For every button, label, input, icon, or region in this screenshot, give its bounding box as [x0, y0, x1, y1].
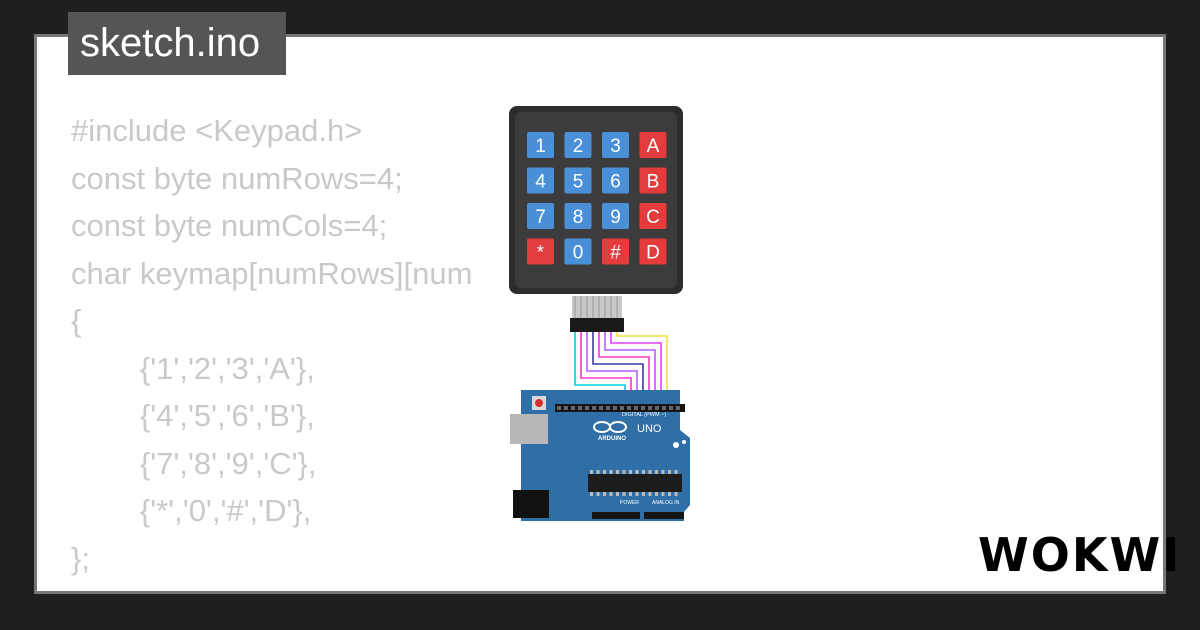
code-preview: #include <Keypad.h> const byte numRows=4;… — [71, 107, 537, 591]
svg-text:C: C — [646, 207, 660, 228]
code-line: #include <Keypad.h> — [71, 113, 363, 148]
code-line: const byte numRows=4; — [71, 160, 403, 196]
keypad-key-C[interactable]: C — [639, 203, 667, 229]
code-line: const byte numCols=4; — [71, 208, 388, 243]
svg-text:0: 0 — [573, 243, 584, 264]
code-line: {'*','0','#','D'}, — [71, 493, 312, 528]
keypad-key-3[interactable]: 3 — [602, 132, 629, 158]
code-line: byte rowPins[numRows]={9,8,7,6} — [71, 582, 537, 591]
usb-port — [510, 414, 548, 444]
power-header — [592, 512, 640, 519]
code-line: }; — [71, 540, 90, 576]
analog-header — [644, 512, 684, 519]
svg-text:B: B — [647, 172, 660, 193]
svg-text:8: 8 — [573, 207, 584, 228]
svg-text:#: # — [610, 243, 621, 264]
wire-3 — [586, 332, 638, 404]
keypad-key-9[interactable]: 9 — [602, 203, 629, 229]
keypad-key-6[interactable]: 6 — [602, 167, 629, 194]
keypad-key-4[interactable]: 4 — [527, 167, 554, 194]
microcontroller-chip — [588, 474, 682, 492]
keypad-key-*[interactable]: * — [527, 238, 554, 265]
keypad-connector — [570, 318, 624, 332]
wire-4 — [592, 332, 644, 404]
code-line: {'7','8','9','C'}, — [71, 445, 317, 481]
arduino-board: DIGITAL (PWM ~) UNO ARDUINO POWER ANALOG… — [510, 390, 690, 521]
digital-label: DIGITAL (PWM ~) — [622, 412, 666, 418]
code-line: {'4','5','6','B'}, — [71, 398, 315, 433]
svg-text:A: A — [647, 136, 660, 157]
code-line: char keymap[numRows][num — [71, 255, 473, 291]
wire-5 — [598, 332, 650, 404]
svg-text:5: 5 — [573, 172, 584, 193]
power-jack — [513, 490, 549, 518]
wire-6 — [604, 332, 656, 404]
analog-label: ANALOG IN — [652, 500, 680, 506]
uno-label: UNO — [637, 423, 662, 435]
keypad-key-2[interactable]: 2 — [564, 132, 592, 158]
svg-text:*: * — [537, 243, 545, 264]
svg-text:4: 4 — [535, 172, 546, 193]
power-label: POWER — [620, 500, 639, 506]
keypad-key-5[interactable]: 5 — [564, 167, 592, 194]
svg-text:3: 3 — [610, 136, 621, 157]
svg-text:D: D — [646, 243, 660, 264]
sketch-title[interactable]: sketch.ino — [68, 12, 286, 75]
code-line: {'1','2','3','A'}, — [71, 350, 315, 386]
svg-text:9: 9 — [610, 207, 621, 228]
keypad-key-D[interactable]: D — [639, 238, 667, 265]
keypad-panel — [515, 112, 677, 288]
code-line: { — [71, 303, 82, 338]
keypad-key-8[interactable]: 8 — [564, 203, 592, 229]
wokwi-logo[interactable]: WOKWI — [978, 528, 1182, 582]
keypad-key-0[interactable]: 0 — [564, 238, 592, 265]
arduino-label: ARDUINO — [598, 436, 626, 442]
keypad-key-7[interactable]: 7 — [527, 203, 554, 229]
wire-8 — [616, 332, 668, 404]
wires — [574, 332, 668, 404]
svg-text:2: 2 — [573, 136, 584, 157]
svg-text:1: 1 — [535, 136, 546, 157]
keypad-key-1[interactable]: 1 — [527, 132, 554, 158]
keypad-key-#[interactable]: # — [602, 238, 629, 265]
svg-text:7: 7 — [535, 207, 546, 228]
keypad-keys: 1 2 3 A 4 5 6 B 7 8 9 C * 0 # D — [527, 132, 667, 265]
wire-7 — [610, 332, 662, 404]
keypad-key-B[interactable]: B — [639, 167, 667, 194]
keypad-key-A[interactable]: A — [639, 132, 667, 158]
svg-text:6: 6 — [610, 172, 621, 193]
